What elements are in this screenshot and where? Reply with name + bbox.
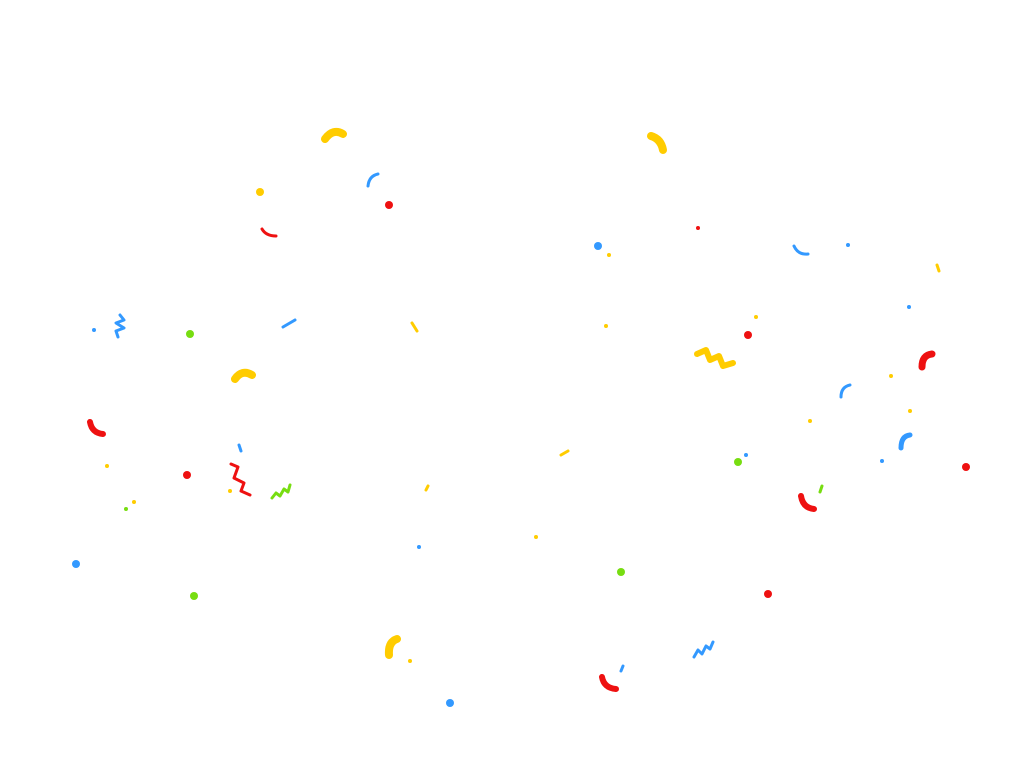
confetti-streamer-49 xyxy=(237,443,243,453)
confetti-curl-43 xyxy=(260,227,278,238)
confetti-curl-45 xyxy=(839,383,852,399)
confetti-dot-32 xyxy=(446,699,454,707)
confetti-dot-15 xyxy=(808,419,812,423)
confetti-curl-37 xyxy=(918,350,936,371)
confetti-curl-36 xyxy=(384,635,401,659)
confetti-dot-16 xyxy=(105,464,109,468)
confetti-dot-7 xyxy=(907,305,911,309)
confetti-curl-40 xyxy=(599,674,619,692)
confetti-dot-25 xyxy=(417,545,421,549)
confetti-curl-35 xyxy=(231,368,256,383)
confetti-dot-23 xyxy=(880,459,884,463)
confetti-dot-13 xyxy=(889,374,893,378)
confetti-dot-28 xyxy=(190,592,198,600)
confetti-dot-4 xyxy=(607,253,611,257)
confetti-curl-33 xyxy=(321,127,347,143)
confetti-dot-24 xyxy=(962,463,970,471)
confetti-dot-6 xyxy=(846,243,850,247)
confetti-zigzag-54 xyxy=(114,313,126,339)
confetti-dot-10 xyxy=(604,324,608,328)
confetti-dot-8 xyxy=(92,328,96,332)
confetti-dot-31 xyxy=(408,659,412,663)
confetti-dot-18 xyxy=(132,500,136,504)
confetti-dot-29 xyxy=(617,568,625,576)
confetti-dot-20 xyxy=(228,489,232,493)
confetti-dot-11 xyxy=(754,315,758,319)
confetti-streamer-47 xyxy=(410,321,419,333)
confetti-streamer-51 xyxy=(424,484,430,492)
confetti-dot-30 xyxy=(764,590,772,598)
confetti-dot-21 xyxy=(734,458,742,466)
confetti-dot-26 xyxy=(534,535,538,539)
confetti-dot-12 xyxy=(744,331,752,339)
confetti-curl-38 xyxy=(87,419,106,437)
confetti-zigzag-57 xyxy=(270,483,292,500)
confetti-dot-5 xyxy=(696,226,700,230)
confetti-dot-17 xyxy=(183,471,191,479)
confetti-streamer-48 xyxy=(935,263,941,273)
confetti-dot-19 xyxy=(124,507,128,511)
confetti-streamer-46 xyxy=(281,318,297,329)
confetti-dot-9 xyxy=(186,330,194,338)
confetti-dot-27 xyxy=(72,560,80,568)
confetti-streamer-50 xyxy=(559,449,570,457)
confetti-curl-41 xyxy=(898,432,913,451)
confetti-curl-42 xyxy=(366,172,380,188)
confetti-dot-14 xyxy=(908,409,912,413)
confetti-zigzag-55 xyxy=(694,347,736,369)
confetti-curl-44 xyxy=(792,244,810,256)
confetti-dot-2 xyxy=(385,201,393,209)
confetti-curl-34 xyxy=(647,132,667,154)
confetti-curl-39 xyxy=(798,493,817,512)
confetti-zigzag-58 xyxy=(692,640,715,659)
confetti-dot-3 xyxy=(594,242,602,250)
confetti-zigzag-56 xyxy=(229,462,252,497)
confetti-streamer-52 xyxy=(818,484,824,494)
confetti-dot-1 xyxy=(256,188,264,196)
confetti-dot-22 xyxy=(744,453,748,457)
confetti-streamer-53 xyxy=(619,664,625,673)
